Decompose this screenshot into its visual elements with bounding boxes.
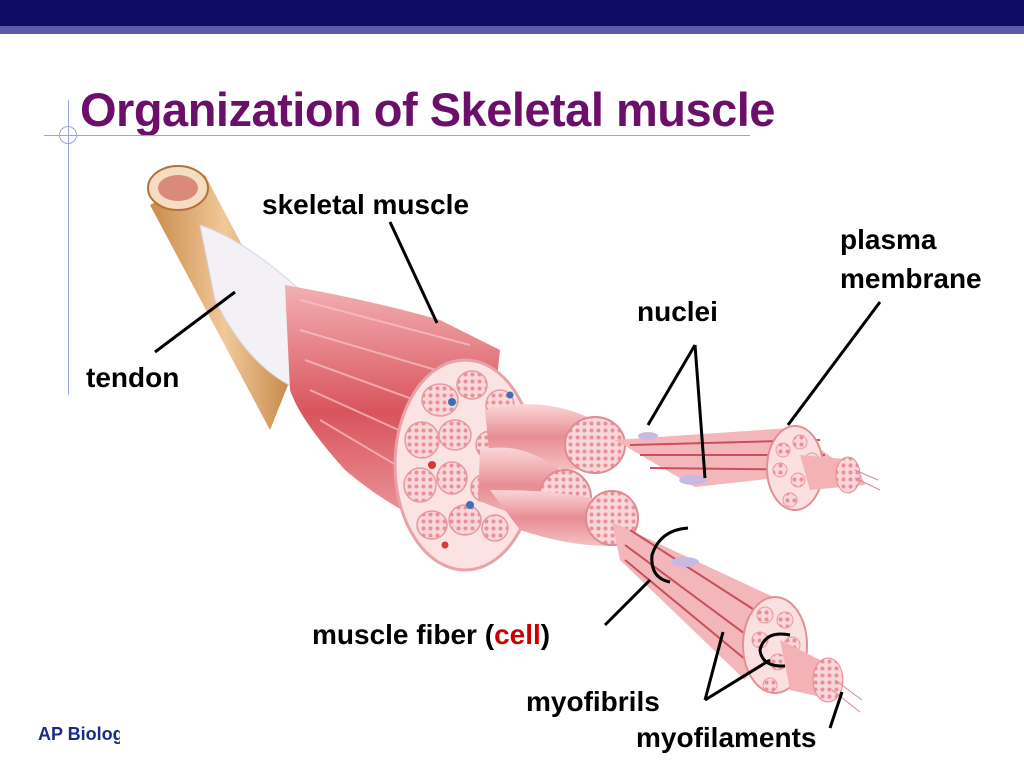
footer-text: AP Biology	[38, 724, 120, 744]
slide-title: Organization of Skeletal muscle	[80, 83, 775, 136]
top-bar-stripe	[0, 26, 1024, 34]
label-membrane: membrane	[840, 263, 982, 294]
label-muscle-fiber-suffix: )	[540, 619, 551, 650]
label-nuclei: nuclei	[637, 296, 718, 327]
frame-line-vertical	[68, 100, 69, 395]
label-muscle-fiber-prefix: muscle fiber (	[312, 619, 495, 650]
frame-line-horizontal	[44, 135, 750, 136]
label-myofilaments: myofilaments	[636, 722, 817, 753]
muscle-fiber-lower	[612, 522, 863, 713]
label-muscle-fiber: muscle fiber (cell)	[312, 620, 550, 649]
label-skeletal-muscle: skeletal muscle	[262, 189, 470, 220]
label-tendon: tendon	[86, 362, 180, 393]
leader-lines	[154, 221, 882, 729]
label-myofibrils: myofibrils	[526, 686, 660, 717]
label-cell: cell	[494, 619, 541, 650]
label-plasma: plasma	[840, 224, 937, 255]
frame-crosshair-circle	[59, 126, 77, 144]
top-bar	[0, 0, 1024, 26]
muscle-fiber-upper	[615, 425, 881, 511]
